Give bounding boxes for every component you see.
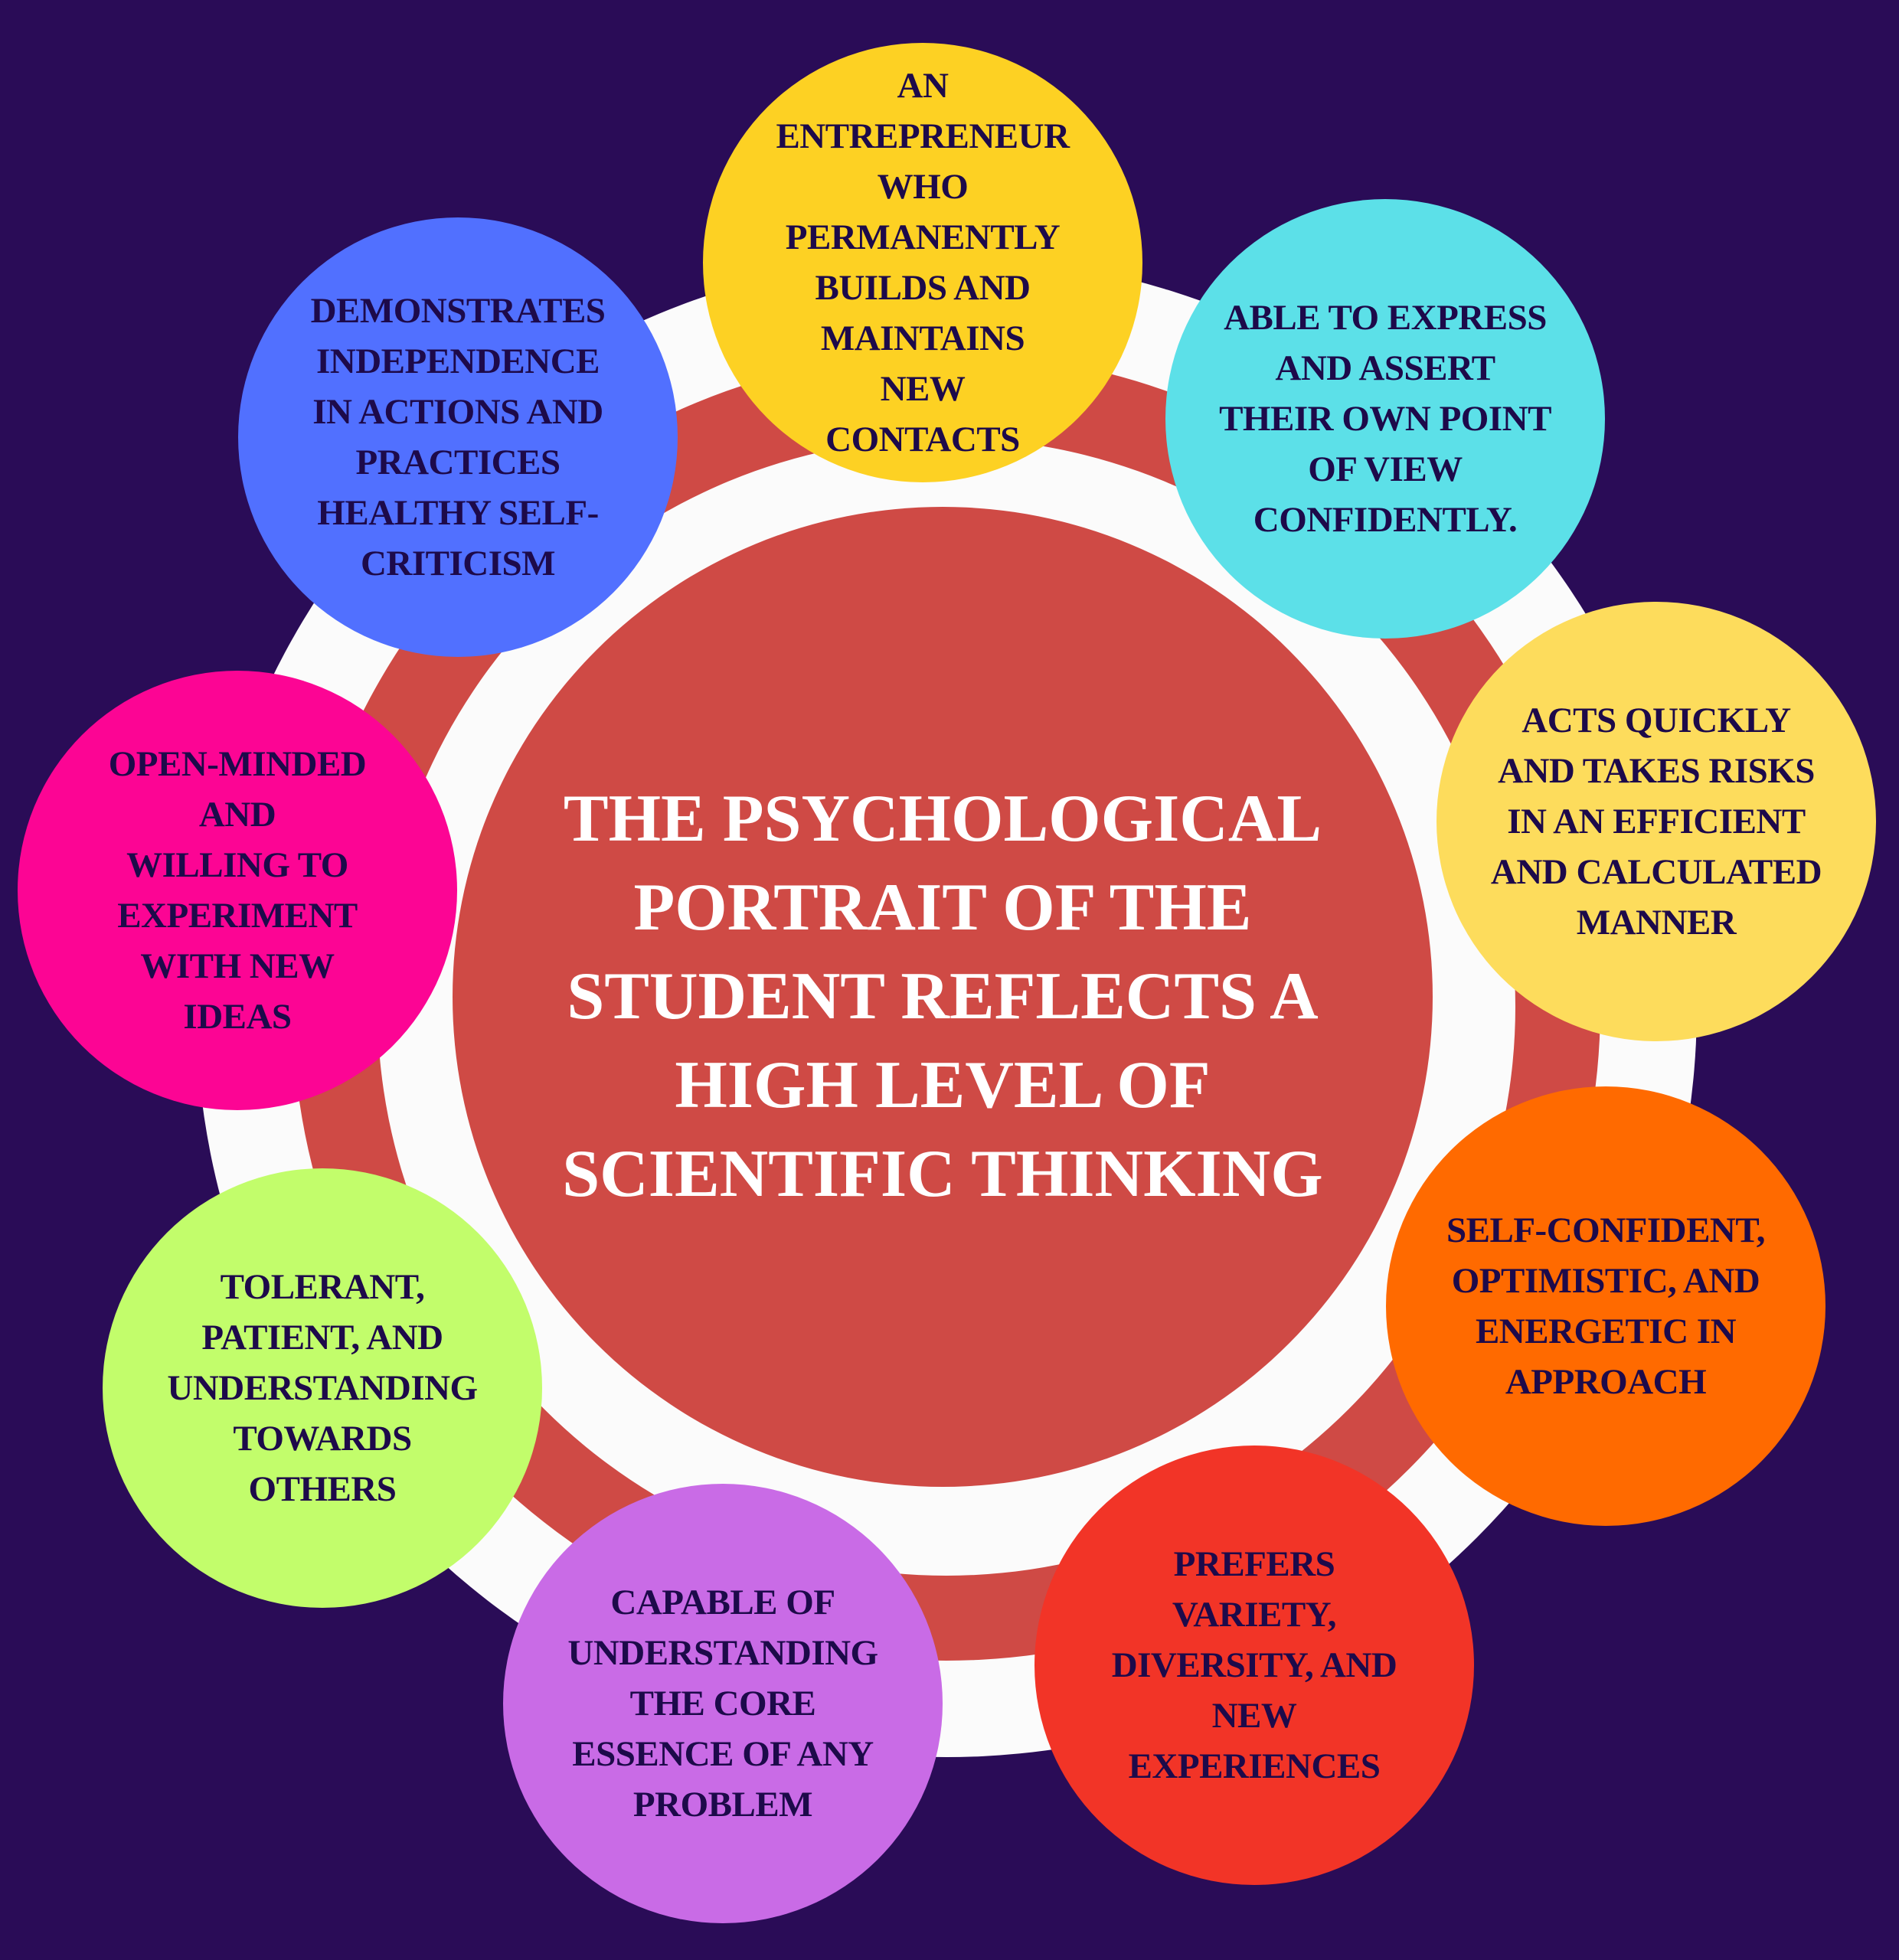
trait-circle-entrepreneur: AN ENTREPRENEUR WHO PERMANENTLY BUILDS A… [703,43,1142,482]
trait-circle-tolerant: TOLERANT, PATIENT, AND UNDERSTANDING TOW… [103,1168,542,1608]
trait-circle-independence: DEMONSTRATES INDEPENDENCE IN ACTIONS AND… [238,217,678,657]
trait-text: PREFERS VARIETY, DIVERSITY, AND NEW EXPE… [1111,1544,1397,1786]
trait-text: AN ENTREPRENEUR WHO PERMANENTLY BUILDS A… [776,66,1070,459]
trait-circle-express-views: ABLE TO EXPRESS AND ASSERT THEIR OWN POI… [1165,199,1605,639]
center-title-text: THE PSYCHOLOGICAL PORTRAIT OF THE STUDEN… [562,782,1323,1211]
center-circle [453,507,1433,1487]
trait-circle-open-minded: OPEN-MINDED AND WILLING TO EXPERIMENT WI… [18,671,457,1110]
center-title: THE PSYCHOLOGICAL PORTRAIT OF THE STUDEN… [453,507,1433,1487]
trait-text: ACTS QUICKLY AND TAKES RISKS IN AN EFFIC… [1490,701,1822,942]
trait-circle-core-essence: CAPABLE OF UNDERSTANDING THE CORE ESSENC… [503,1484,943,1923]
trait-text: DEMONSTRATES INDEPENDENCE IN ACTIONS AND… [310,291,606,583]
trait-text: ABLE TO EXPRESS AND ASSERT THEIR OWN POI… [1219,298,1551,540]
trait-text: TOLERANT, PATIENT, AND UNDERSTANDING TOW… [167,1267,478,1509]
trait-text: SELF-CONFIDENT, OPTIMISTIC, AND ENERGETI… [1446,1210,1765,1402]
trait-circle-prefers-variety: PREFERS VARIETY, DIVERSITY, AND NEW EXPE… [1034,1446,1474,1885]
trait-text: OPEN-MINDED AND WILLING TO EXPERIMENT WI… [108,744,367,1037]
trait-circle-acts-quickly: ACTS QUICKLY AND TAKES RISKS IN AN EFFIC… [1437,602,1876,1041]
trait-text: CAPABLE OF UNDERSTANDING THE CORE ESSENC… [567,1583,878,1824]
trait-circle-self-confident: SELF-CONFIDENT, OPTIMISTIC, AND ENERGETI… [1386,1086,1825,1526]
